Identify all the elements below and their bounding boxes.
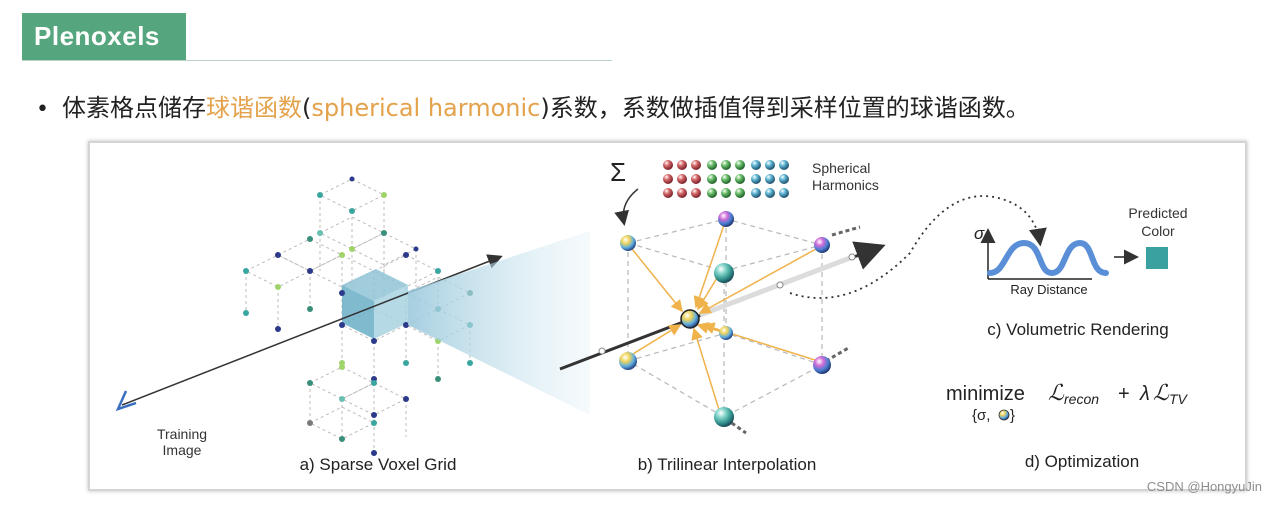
title-banner: Plenoxels: [22, 13, 186, 61]
bullet-highlight-cn: 球谐函数: [206, 94, 302, 122]
sample-ray-highlight: [699, 255, 851, 318]
minimize-subscript: {σ,: [972, 407, 990, 424]
predicted-label-line1: Predicted: [1128, 205, 1187, 221]
title-underline: [22, 60, 612, 61]
ray-distance-label: Ray Distance: [1010, 282, 1087, 297]
caption-trilinear-interpolation: b) Trilinear Interpolation: [638, 455, 817, 474]
sample-point: [776, 281, 784, 289]
plus-sign: +: [1118, 383, 1130, 405]
minimize-word: minimize: [946, 383, 1025, 405]
bullet-paren-open: (: [302, 94, 312, 122]
predicted-label-line2: Color: [1141, 223, 1175, 239]
watermark: CSDN @HongyuJin: [1146, 479, 1262, 494]
density-curve: [987, 239, 1109, 277]
dashed-tick: [831, 225, 861, 237]
sample-point: [598, 347, 606, 355]
dashed-tick: [825, 345, 851, 363]
caption-sparse-voxel-grid: a) Sparse Voxel Grid: [300, 455, 457, 474]
bullet-point: • 体素格点储存球谐函数(spherical harmonic)系数，系数做插值得…: [36, 88, 1030, 123]
recon-subscript: recon: [1064, 391, 1099, 407]
loss-symbol-tv: ℒ: [1153, 380, 1170, 405]
plenoxels-figure: Training Image a) Sparse Voxel Grid Σ Sp…: [88, 141, 1247, 491]
loss-symbol-recon: ℒ: [1048, 380, 1065, 405]
interpolation-cube: [625, 218, 825, 418]
sigma-axis-label: σ: [974, 224, 985, 243]
sh-sum-panel: Σ Spherical Harmonics: [610, 157, 879, 226]
slide-title: Plenoxels: [34, 21, 160, 51]
sum-arrow: [614, 188, 639, 226]
caption-optimization: d) Optimization: [1025, 452, 1139, 471]
camera-label-line2: Image: [163, 442, 202, 458]
interpolated-sh-sphere: [680, 309, 700, 329]
sh-basis-icons: [663, 160, 789, 198]
sample-point: [848, 253, 856, 261]
minimize-subscript-close: }: [1010, 407, 1015, 424]
figure-svg: Training Image a) Sparse Voxel Grid Σ Sp…: [115, 157, 1189, 474]
camera-icon: [115, 390, 137, 412]
camera-label-line1: Training: [157, 426, 207, 442]
tv-subscript: TV: [1169, 391, 1189, 407]
sum-symbol: Σ: [610, 157, 626, 187]
sh-coefficient-icon: [998, 409, 1010, 421]
bullet-prefix: 体素格点储存: [62, 94, 206, 122]
optimization-formula: minimize ℒ recon + λ ℒ TV {σ, }: [946, 380, 1189, 424]
interpolation-arrows: [627, 224, 819, 414]
zoom-beam: [408, 231, 590, 415]
highlighted-voxel: [342, 269, 408, 339]
bullet-suffix: )系数，系数做插值得到采样位置的球谐函数。: [540, 94, 1030, 122]
render-link-arrow: [789, 195, 1047, 299]
predicted-color-swatch: [1146, 247, 1168, 269]
density-plot: σ Ray Distance: [974, 224, 1109, 297]
bullet-highlight-en: spherical harmonic: [311, 94, 541, 122]
sh-label-line1: Spherical: [812, 160, 870, 176]
bullet-marker: •: [36, 97, 49, 122]
corner-sh-spheres: [619, 211, 831, 427]
caption-volumetric-rendering: c) Volumetric Rendering: [987, 320, 1168, 339]
lambda-symbol: λ: [1139, 383, 1150, 405]
sh-label-line2: Harmonics: [812, 177, 879, 193]
